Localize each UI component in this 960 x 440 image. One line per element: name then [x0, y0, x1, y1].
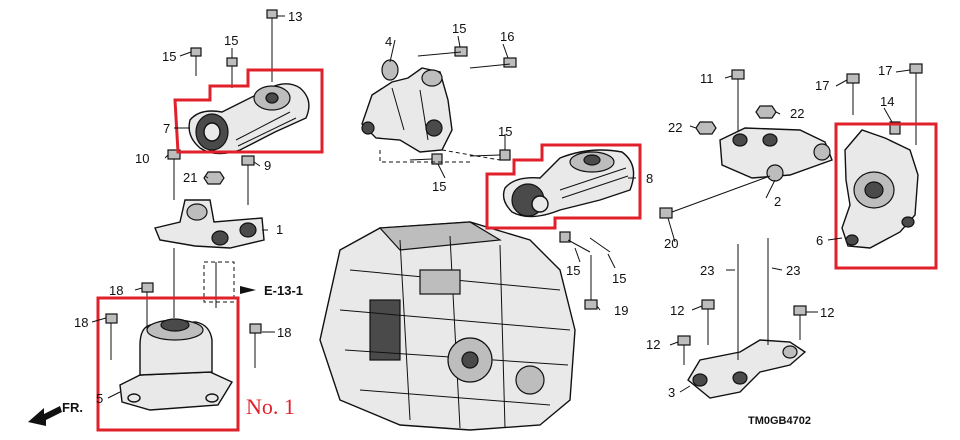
nut-22-a — [755, 105, 777, 119]
callout-15-d: 15 — [498, 124, 512, 139]
callout-23-a: 23 — [700, 263, 714, 278]
handwritten-note: No. 1 — [246, 394, 295, 419]
reference-e-13-1: E-13-1 — [264, 283, 303, 298]
callout-3: 3 — [668, 385, 675, 400]
bolt-11 — [731, 69, 745, 132]
engine-mount-6 — [841, 129, 919, 249]
torque-rod-8 — [502, 149, 635, 218]
bolt-15-e — [409, 153, 443, 165]
bolt-17-b — [909, 63, 923, 145]
callout-12-a: 12 — [670, 303, 684, 318]
bracket-1 — [154, 199, 265, 249]
bolt-10 — [167, 149, 181, 200]
torque-rod-7 — [188, 83, 310, 155]
bracket-3 — [687, 339, 807, 399]
callout-5: 5 — [96, 391, 103, 406]
callout-15-a: 15 — [162, 49, 176, 64]
bolt-15-f — [559, 231, 611, 253]
callout-9: 9 — [264, 158, 271, 173]
callout-23-b: 23 — [786, 263, 800, 278]
callout-15-c: 15 — [452, 21, 466, 36]
callout-22-b: 22 — [668, 120, 682, 135]
callout-4: 4 — [385, 34, 392, 49]
bolt-12-c — [677, 335, 691, 365]
callout-19: 19 — [614, 303, 628, 318]
callout-11: 11 — [700, 71, 714, 86]
callout-12-b: 12 — [820, 305, 834, 320]
callout-22-a: 22 — [790, 106, 804, 121]
nut-22-b — [695, 121, 717, 135]
callout-18-c: 18 — [277, 325, 291, 340]
callout-15-f: 15 — [566, 263, 580, 278]
highlight-mount-6 — [834, 122, 938, 270]
callout-12-c: 12 — [646, 337, 660, 352]
callout-18-a: 18 — [109, 283, 123, 298]
reference-arrow — [240, 286, 256, 294]
bolt-17-a — [846, 73, 860, 115]
callout-1: 1 — [276, 222, 283, 237]
callout-20: 20 — [664, 236, 678, 251]
highlight-torque-rod-8 — [485, 143, 642, 230]
callout-6: 6 — [816, 233, 823, 248]
callout-17-a: 17 — [815, 78, 829, 93]
callout-14: 14 — [880, 94, 894, 109]
callout-15-b: 15 — [224, 33, 238, 48]
bolt-9 — [241, 155, 255, 205]
bolt-15-c — [417, 46, 468, 57]
diagram-code: TM0GB4702 — [748, 415, 811, 427]
bolt-12-b — [793, 305, 807, 340]
bolt-16 — [469, 57, 517, 69]
callout-17-b: 17 — [878, 63, 892, 78]
bolt-15-b — [226, 57, 238, 88]
nut-21 — [203, 171, 225, 185]
clip-14 — [889, 121, 901, 135]
through-bolt-20 — [659, 175, 771, 219]
bolt-15-a — [190, 47, 202, 76]
callout-13: 13 — [288, 9, 302, 24]
bolt-19 — [584, 255, 598, 310]
front-label: FR. — [62, 400, 83, 415]
bolt-18-b — [105, 313, 118, 360]
engine-mount-5 — [119, 318, 234, 411]
bolt-18-c — [249, 323, 262, 368]
bolt-12-a — [701, 299, 715, 345]
callout-7: 7 — [163, 121, 170, 136]
callout-8: 8 — [646, 171, 653, 186]
bracket-2 — [719, 127, 833, 182]
front-arrow — [28, 406, 62, 426]
callout-16: 16 — [500, 29, 514, 44]
highlight-torque-rod-7 — [173, 68, 324, 154]
bolt-18-a — [141, 282, 154, 330]
callout-18-b: 18 — [74, 315, 88, 330]
callout-21: 21 — [183, 170, 197, 185]
engine-assembly — [319, 221, 576, 431]
bracket-4 — [361, 59, 453, 153]
callout-15-e: 15 — [432, 179, 446, 194]
callout-2: 2 — [774, 194, 781, 209]
highlight-mount-5 — [96, 296, 240, 432]
callout-15-g: 15 — [612, 271, 626, 286]
bolt-15-d — [469, 149, 511, 161]
callout-10: 10 — [135, 151, 149, 166]
